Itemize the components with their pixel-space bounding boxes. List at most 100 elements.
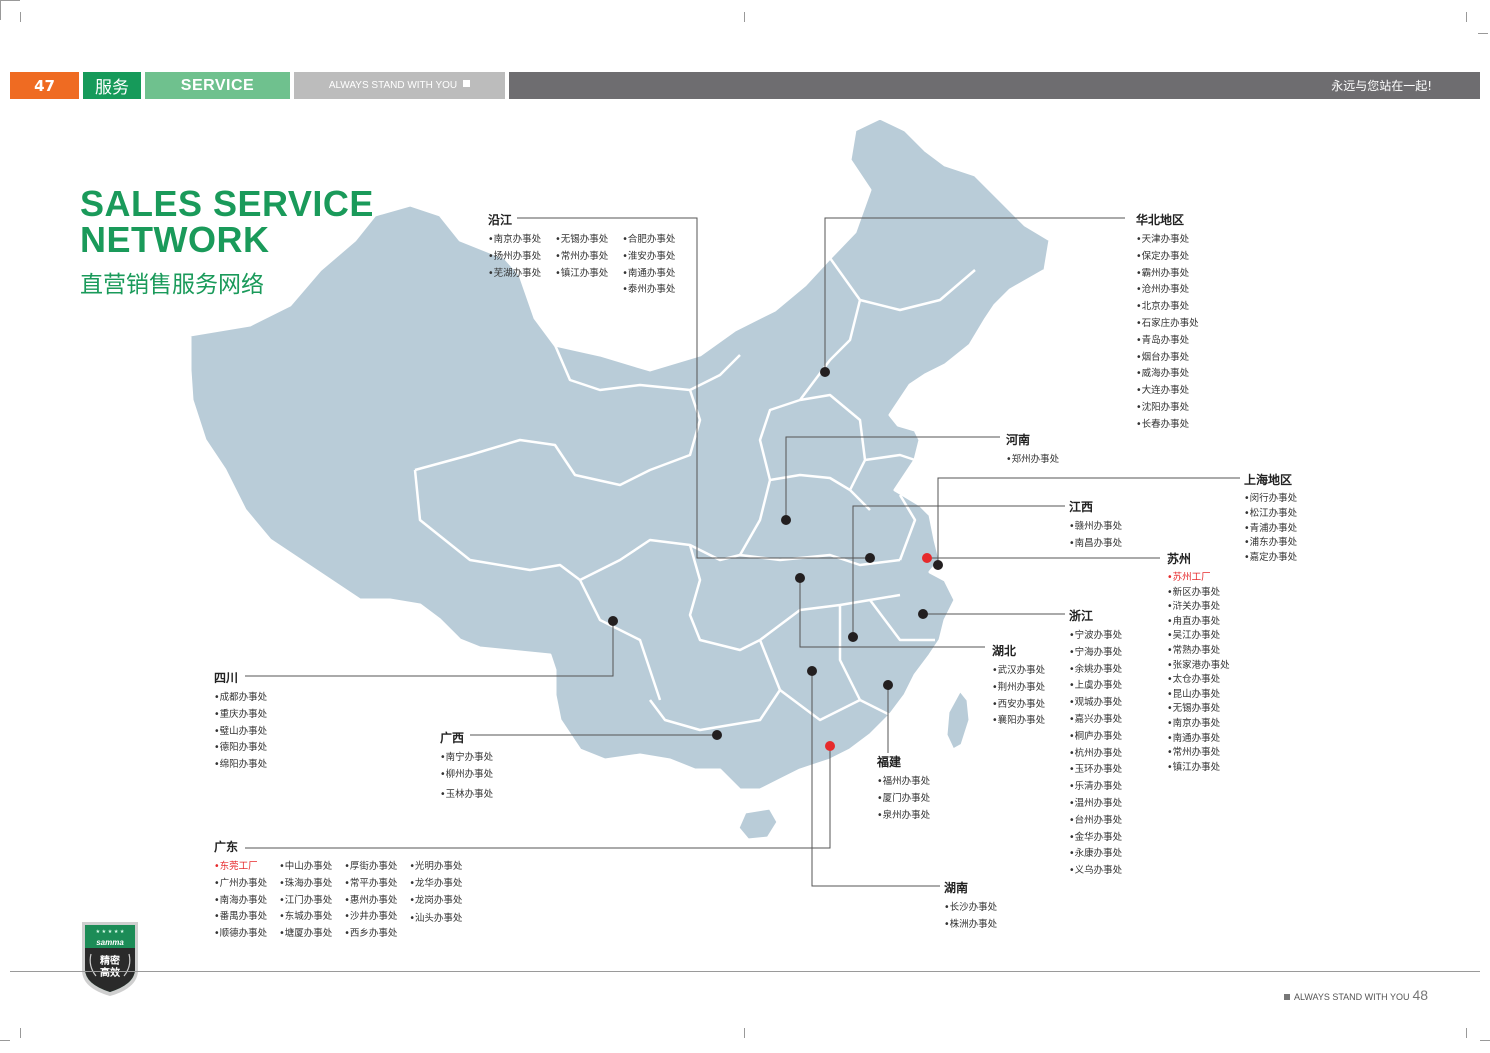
samma-badge: ★ ★ ★ ★ ★ samma 精密 高效 — [82, 922, 138, 996]
province-border — [769, 473, 871, 511]
region-title: 湖南 — [944, 881, 969, 895]
office-item: •南通办事处 — [1167, 732, 1221, 744]
province-border — [799, 299, 862, 401]
square-icon — [1284, 994, 1290, 1000]
office-item: •襄阳办事处 — [992, 715, 1046, 727]
office-item: •汕头办事处 — [409, 913, 463, 925]
office-item: •长沙办事处 — [944, 902, 998, 913]
region-title: 广东 — [214, 840, 239, 854]
office-item: •南通办事处 — [622, 267, 676, 279]
office-item: •株洲办事处 — [944, 918, 998, 930]
office-item: •南宁办事处 — [440, 752, 494, 763]
office-item: •太仓办事处 — [1167, 674, 1221, 686]
page-title-cn: 直营销售服务网络 — [80, 272, 264, 298]
office-dot — [820, 367, 830, 377]
region-title: 浙江 — [1069, 609, 1094, 623]
slogan-text: 永远与您站在一起! — [1331, 79, 1432, 93]
office-dot — [795, 573, 805, 583]
office-item: •泰州办事处 — [622, 284, 676, 296]
office-item: •珠海办事处 — [279, 877, 333, 889]
office-item: •无锡办事处 — [555, 234, 609, 245]
province-border — [864, 453, 916, 462]
office-item: •青浦办事处 — [1244, 522, 1298, 534]
office-item: •南京办事处 — [488, 234, 542, 245]
region-title: 四川 — [214, 671, 239, 685]
province-border — [579, 538, 741, 582]
badge-brand: samma — [96, 938, 124, 947]
leader-line-shanghai — [937, 477, 1240, 565]
province-border — [688, 544, 761, 652]
crop-mark — [1480, 1040, 1490, 1041]
office-item: •镇江办事处 — [555, 267, 609, 279]
square-icon — [463, 80, 471, 87]
badge-stars: ★ ★ ★ ★ ★ — [96, 929, 125, 935]
title-line-2: NETWORK — [80, 219, 270, 260]
crop-mark — [1478, 33, 1488, 34]
office-item: •张家港办事处 — [1167, 659, 1230, 671]
region-title: 华北地区 — [1136, 213, 1185, 227]
hainan-shape — [736, 806, 780, 842]
office-item: •龙华办事处 — [409, 877, 463, 889]
office-dot — [807, 666, 817, 676]
office-item: •德阳办事处 — [214, 742, 268, 754]
region-guangdong: 广东 •东莞工厂 •广州办事处 •南海办事处 •番禺办事处 •顺德办事处 •中山… — [214, 838, 462, 943]
province-border — [799, 393, 867, 491]
leader-line-henan — [785, 436, 1000, 520]
office-item: •温州办事处 — [1069, 797, 1123, 809]
province-border — [414, 389, 702, 487]
office-item: •福州办事处 — [877, 776, 931, 787]
office-item: •玉环办事处 — [1069, 764, 1123, 776]
factory-dot-suzhou — [922, 553, 932, 563]
region-title: 广西 — [440, 731, 465, 745]
office-item: •厦门办事处 — [877, 792, 931, 804]
office-dot — [918, 609, 928, 619]
section-title-en: SERVICE — [145, 72, 290, 99]
region-title: 沿江 — [488, 213, 513, 227]
leader-line-hubei — [799, 578, 985, 648]
office-item: •宁波办事处 — [1069, 630, 1123, 641]
region-title: 河南 — [1006, 433, 1031, 447]
office-item: •金华办事处 — [1069, 831, 1123, 843]
office-item: •光明办事处 — [409, 861, 463, 872]
office-item: •烟台办事处 — [1136, 351, 1190, 363]
province-border — [738, 398, 801, 556]
office-dot — [883, 680, 893, 690]
office-dot — [848, 632, 858, 642]
office-item: •台州办事处 — [1069, 814, 1123, 826]
office-item: •无锡办事处 — [1167, 703, 1221, 715]
office-item: •余姚办事处 — [1069, 663, 1123, 675]
office-item: •嘉定办事处 — [1244, 552, 1298, 564]
region-fujian: 福建 •福州办事处 •厦门办事处 •泉州办事处 — [877, 753, 930, 824]
office-item: •合肥办事处 — [622, 234, 676, 245]
office-item: •重庆办事处 — [214, 708, 268, 720]
office-item: •郑州办事处 — [1006, 454, 1060, 465]
office-item: •江门办事处 — [279, 894, 333, 906]
leader-line-jiangxi — [852, 505, 1065, 637]
office-dot — [608, 616, 618, 626]
leader-line-yanjiang — [517, 217, 870, 559]
office-item: •常州办事处 — [555, 250, 609, 262]
office-dot — [865, 553, 875, 563]
leader-line-hunan — [811, 671, 940, 887]
office-item: •淮安办事处 — [622, 250, 676, 262]
crop-mark — [20, 1028, 21, 1038]
office-item: •常平办事处 — [344, 877, 398, 889]
office-item: •赣州办事处 — [1069, 521, 1123, 532]
crop-mark — [0, 1040, 10, 1041]
office-item: •浦东办事处 — [1244, 537, 1298, 549]
office-item: •大连办事处 — [1136, 385, 1190, 397]
province-border — [553, 344, 741, 392]
office-item: •东城办事处 — [279, 911, 333, 923]
office-item: •惠州办事处 — [344, 894, 398, 906]
province-border — [898, 494, 917, 561]
office-item: •保定办事处 — [1136, 250, 1190, 262]
office-dot — [781, 515, 791, 525]
office-item: •武汉办事处 — [992, 665, 1046, 676]
office-item: •龙岗办事处 — [409, 894, 463, 906]
province-border — [779, 689, 861, 722]
leader-line-guangdong — [245, 746, 831, 849]
office-item: •宁海办事处 — [1069, 646, 1123, 658]
region-guangxi: 广西 •南宁办事处 •柳州办事处 •玉林办事处 — [440, 729, 493, 803]
office-item: •荆州办事处 — [992, 681, 1046, 693]
